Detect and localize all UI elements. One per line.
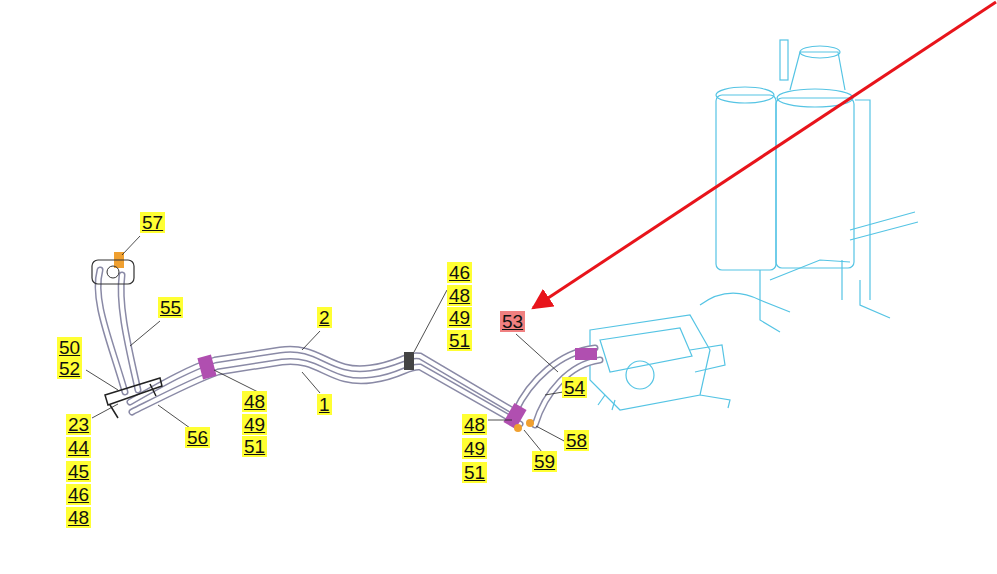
callout-number: 23	[66, 414, 91, 435]
fittings	[92, 252, 597, 432]
callout-number: 1	[317, 394, 332, 415]
callout-number: 46	[66, 484, 91, 505]
callout-number: 52	[57, 358, 82, 379]
callout-number: 49	[242, 414, 267, 435]
pointer-arrow	[533, 2, 996, 308]
callout-number: 51	[462, 462, 487, 483]
callout-number: 58	[564, 430, 589, 451]
callout-number: 59	[532, 451, 557, 472]
callout-number: 55	[158, 297, 183, 318]
callout-number: 53	[500, 311, 525, 332]
hose-lines	[98, 270, 600, 425]
callout-number: 48	[66, 507, 91, 528]
callout-number: 44	[66, 437, 91, 458]
callout-number: 48	[447, 285, 472, 306]
callout-number: 50	[57, 337, 82, 358]
callout-number: 49	[462, 438, 487, 459]
callout-number: 46	[447, 262, 472, 283]
leader-lines	[86, 236, 566, 452]
callout-number: 48	[242, 391, 267, 412]
callout-number: 57	[140, 212, 165, 233]
machine-outline	[590, 40, 918, 410]
callout-number: 2	[317, 307, 332, 328]
callout-number: 48	[462, 414, 487, 435]
callout-number: 56	[185, 427, 210, 448]
callout-number: 54	[562, 377, 587, 398]
callout-number: 49	[447, 307, 472, 328]
callout-number: 45	[66, 461, 91, 482]
callout-number: 51	[242, 436, 267, 457]
callout-number: 51	[447, 330, 472, 351]
